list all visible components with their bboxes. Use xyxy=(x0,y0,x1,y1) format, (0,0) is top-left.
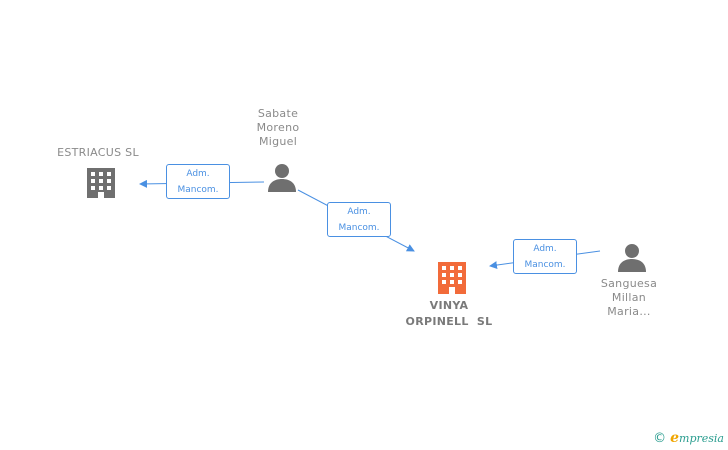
node-label-line: Sanguesa xyxy=(600,277,658,290)
edge-label-sanguesa-vinya[interactable]: Adm. Mancom. xyxy=(513,239,577,274)
empresia-watermark: © empresia xyxy=(653,430,724,446)
node-label-line: ORPINELL SL xyxy=(405,315,493,328)
node-label-sabate[interactable]: Sabate Moreno Miguel xyxy=(238,107,318,149)
node-label-line: Miguel xyxy=(258,135,298,148)
edge-label-sabate-vinya[interactable]: Adm. Mancom. xyxy=(327,202,391,237)
edge-label-line: Adm. xyxy=(186,169,210,179)
node-label-line: Moreno xyxy=(256,121,300,134)
edge-label-line: Adm. xyxy=(533,244,557,254)
empresia-logo: empresia xyxy=(670,430,724,446)
node-label-line: ESTRIACUS SL xyxy=(57,146,139,159)
person-icon[interactable] xyxy=(616,242,648,272)
edge-label-sabate-estriacus[interactable]: Adm. Mancom. xyxy=(166,164,230,199)
copyright-icon: © xyxy=(653,430,667,446)
node-label-vinya[interactable]: VINYA ORPINELL SL xyxy=(394,298,504,330)
node-label-estriacus[interactable]: ESTRIACUS SL xyxy=(48,146,148,160)
edge-label-line: Adm. xyxy=(347,207,371,217)
node-label-line: VINYA xyxy=(429,299,469,312)
building-icon[interactable] xyxy=(435,260,469,296)
edge-label-line: Mancom. xyxy=(524,260,566,270)
node-label-line: Millan xyxy=(611,291,647,304)
node-label-sanguesa[interactable]: Sanguesa Millan Maria... xyxy=(588,277,670,319)
edge-label-line: Mancom. xyxy=(177,185,219,195)
person-icon[interactable] xyxy=(266,162,298,192)
node-label-line: Sabate xyxy=(257,107,299,120)
edge-label-line: Mancom. xyxy=(338,223,380,233)
building-icon[interactable] xyxy=(84,166,118,200)
node-label-line: Maria... xyxy=(607,305,651,318)
